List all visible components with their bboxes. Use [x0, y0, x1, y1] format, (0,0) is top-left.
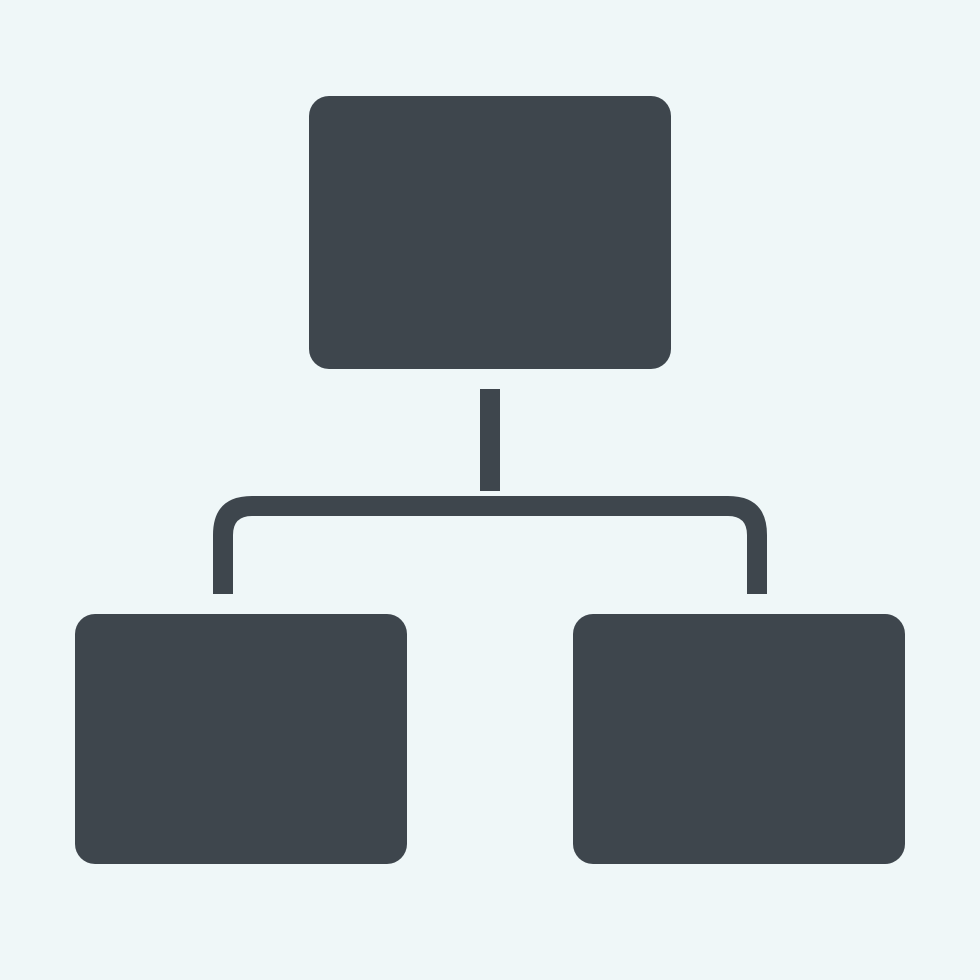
top-node-block	[309, 96, 671, 369]
right-child-node-block	[573, 614, 905, 864]
left-child-node-block	[75, 614, 407, 864]
hierarchy-graphic	[75, 96, 905, 864]
branch-connector	[213, 496, 767, 594]
vertical-connector	[480, 389, 500, 491]
